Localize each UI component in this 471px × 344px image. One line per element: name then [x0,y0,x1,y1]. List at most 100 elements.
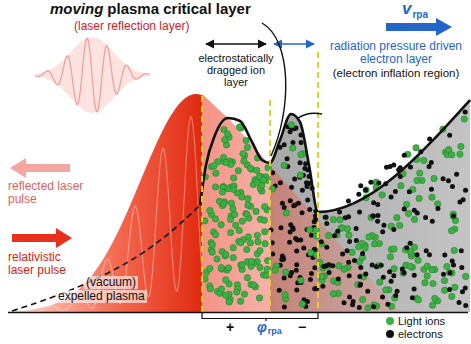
electron-dot [442,252,447,257]
ion-dot [254,179,260,185]
ion-dot [230,175,236,181]
ion-dot [243,137,249,143]
ion-dot [253,208,259,214]
leader-line [298,113,322,118]
ion-dot [320,265,326,271]
electron-dot [308,277,313,282]
reflected-label: reflected laser pulse [8,180,86,206]
ion-dot [422,280,428,286]
incident-label: relativistic laser pulse [8,251,88,277]
electron-dot [360,251,365,256]
ion-layer-width [206,43,266,44]
incident-arrow [12,228,72,248]
ion-dot [441,277,447,283]
electron-dot [447,287,452,292]
velocity-symbol: v [402,0,411,19]
electron-dot [368,180,373,185]
ion-dot [387,254,393,260]
ion-dot [462,273,468,279]
ion-dot [429,302,435,308]
electron-dot [423,215,428,220]
electron-dot [342,300,347,305]
electron-dot [357,305,362,310]
ion-dot [398,183,404,189]
ion-dot [429,194,435,200]
electron-dot [430,219,435,224]
ion-dot [209,249,215,255]
electron-dot [415,252,420,257]
potential-subscript: rpa [268,327,282,337]
electron-dot [460,289,465,294]
ion-dot [308,250,314,256]
electron-dot [363,188,368,193]
ion-dot [355,244,361,250]
electron-dot [324,221,329,226]
ion-dot [237,298,243,304]
density-profile [200,100,470,212]
ion-dot [366,234,372,240]
electron-dot [388,164,393,169]
ion-dot [239,218,245,224]
ion-dot [288,122,294,128]
electron-dot [389,195,394,200]
electron-dot [381,275,386,280]
reflected-pulse [35,37,150,113]
ion-dot [330,291,336,297]
ion-dot [396,222,402,228]
electron-dot [335,229,340,234]
ion-dot [337,216,343,222]
ion-dot [379,192,385,198]
ion-dot [236,124,242,130]
ion-dot [249,258,255,264]
ion-dot [247,240,253,246]
title-word: moving [50,1,103,18]
ion-dot [449,152,455,158]
ion-dot [239,262,245,268]
ion-dot [450,213,456,219]
ion-dot [227,216,233,222]
electron-dot [294,249,299,254]
electron-dot [371,304,376,309]
reflected-arrow [10,158,70,178]
electron-dot [305,197,310,202]
electron-dot [293,236,298,241]
ion-dot [230,254,236,260]
electron-dot [424,248,429,253]
electron-dot [300,210,305,215]
ion-dot [448,228,454,234]
pulse-wave [12,117,202,312]
ion-dot [272,267,278,273]
ion-dot [223,292,229,298]
electron-dot [402,153,407,158]
ion-dot [414,177,420,183]
ion-dot [245,195,251,201]
potential-symbol: φ [257,320,267,335]
electron-dot [288,273,293,278]
ion-dot [411,216,417,222]
ion-dot [416,195,422,201]
electron-dot [358,265,363,270]
electron-dot [389,279,394,284]
electron-layer-width [274,43,314,44]
ion-dot [223,159,229,165]
electron-dot [441,176,446,181]
electron-dot [435,206,440,211]
electron-dot [282,275,287,280]
vacuum-label: (vacuum) [84,276,138,289]
ion-dot [365,305,371,311]
electron-dot [381,223,386,228]
electron-dot [461,197,466,202]
ion-dot [336,263,342,269]
ion-dot [263,272,269,278]
ion-dot [247,165,253,171]
electron-dot [340,251,345,256]
electron-dot [294,287,299,292]
ion-dot [441,287,447,293]
electron-dot [451,263,456,268]
electron-dot [347,239,352,244]
ion-dot [250,282,256,288]
electron-dot [447,133,452,138]
electron-dot [324,245,329,250]
electron-dot [291,227,296,232]
expelled-label: expelled plasma [56,290,147,303]
